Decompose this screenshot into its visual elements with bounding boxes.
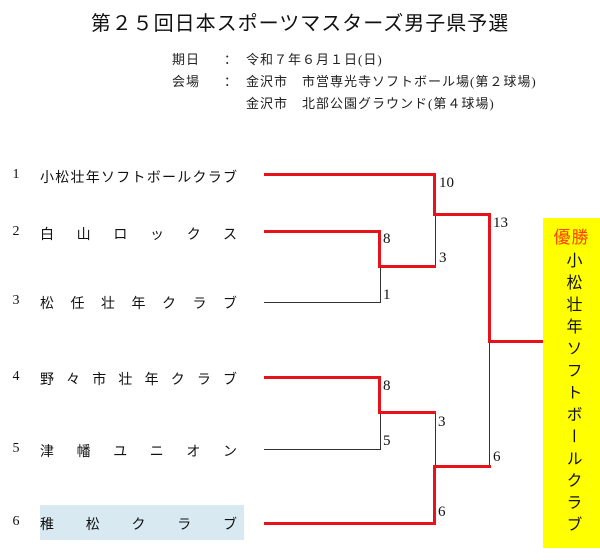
bracket-line-m23-loser (380, 268, 381, 303)
team-seed: 1 (12, 167, 20, 182)
bracket-line-m45-loser (380, 414, 381, 450)
venue-row: 会場 ： 金沢市 市営専光寺ソフトボール場(第２球場) (172, 71, 537, 90)
team-name: 稚松クラブ (40, 518, 238, 533)
bracket-line-m45-exit (378, 411, 436, 414)
team-seed: 5 (12, 441, 20, 456)
bracket-line-team6 (264, 522, 436, 525)
champion-box: 優勝 小松壮年ソフトボールクラブ (543, 218, 600, 548)
team-seed: 3 (12, 293, 20, 308)
bracket-line-sf2-exit (433, 465, 491, 468)
bracket-line-sf1-exit (433, 213, 491, 216)
team-seed: 4 (12, 369, 20, 384)
score-sf2-bottom: 6 (438, 504, 446, 520)
score-r1a-bottom: 1 (383, 287, 391, 303)
team-name: 松任壮年クラブ (40, 297, 238, 312)
venue-colon: ： (223, 74, 238, 89)
score-sf1-top: 10 (439, 175, 454, 191)
bracket-line-m23-winner (378, 230, 381, 268)
score-sf1-bottom: 3 (439, 250, 447, 266)
team-name: 白山ロックス (40, 228, 238, 243)
team-name: 小松壮年ソフトボールクラブ (40, 171, 238, 186)
score-final-bottom: 6 (493, 449, 501, 465)
team-highlight (40, 505, 244, 540)
score-sf2-top: 3 (438, 414, 446, 430)
bracket-line-final-loser (489, 341, 490, 466)
bracket-line-team2 (264, 230, 381, 233)
team-seed: 2 (12, 224, 20, 239)
team-name: 津幡ユニオン (40, 445, 238, 460)
date-row: 期日 ： 令和７年６月１日(日) (172, 49, 383, 68)
team-seed: 6 (12, 514, 20, 529)
team-name: 野々市壮年クラブ (40, 373, 238, 388)
champion-label: 優勝 (553, 228, 590, 247)
bracket-line-team4 (264, 376, 381, 379)
bracket-line-final-winner (488, 213, 491, 343)
score-final-top: 13 (493, 215, 508, 231)
date-colon: ： (223, 52, 238, 67)
bracket-line-team1 (264, 173, 436, 176)
bracket-line-team3 (264, 302, 381, 303)
venue-value-1: 金沢市 市営専光寺ソフトボール場(第２球場) (246, 74, 537, 89)
bracket-line-m45-winner (378, 376, 381, 414)
page-title: 第２５回日本スポーツマスターズ男子県予選 (90, 13, 510, 35)
champion-name: 小松壮年ソフトボールクラブ (563, 252, 581, 538)
score-r1b-bottom: 5 (383, 433, 391, 449)
score-r1b-top: 8 (383, 378, 391, 394)
bracket-line-champion-exit (488, 340, 545, 343)
date-value: 令和７年６月１日(日) (246, 52, 383, 67)
score-r1a-top: 8 (383, 231, 391, 247)
bracket-line-sf1-winner (433, 173, 436, 216)
bracket-line-sf2-winner (433, 465, 436, 525)
bracket-line-team5 (264, 449, 381, 450)
bracket-line-sf1-loser (435, 216, 436, 267)
venue-label: 会場 (172, 74, 201, 89)
bracket-line-m23-exit (378, 265, 436, 268)
venue-value-2: 金沢市 北部公園グラウンド(第４球場) (246, 96, 495, 111)
bracket-line-sf2-loser (435, 414, 436, 466)
venue-row-2: 金沢市 北部公園グラウンド(第４球場) (246, 93, 495, 112)
date-label: 期日 (172, 52, 201, 67)
